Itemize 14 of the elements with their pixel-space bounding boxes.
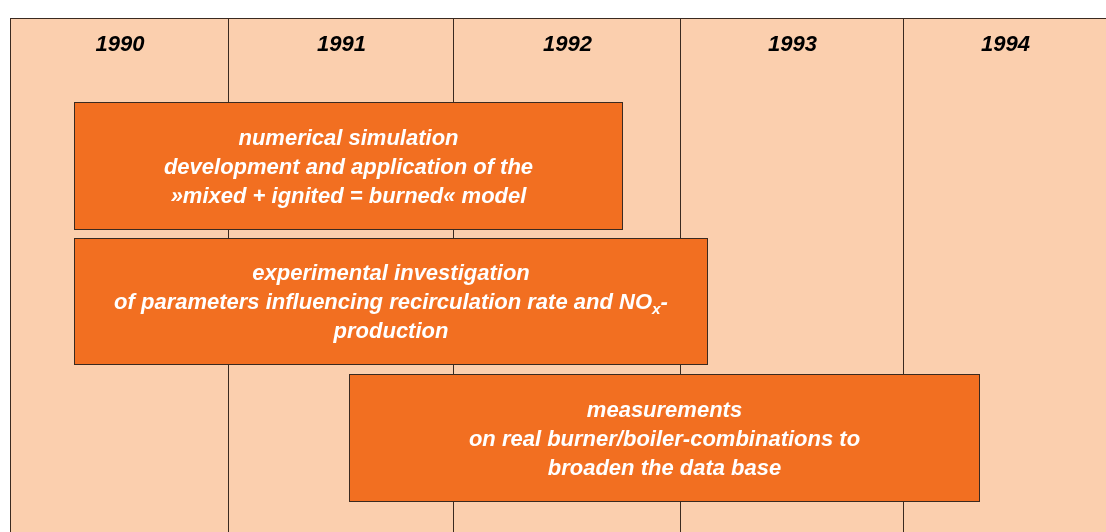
task-title: measurements: [586, 395, 743, 424]
task-title: experimental investigation: [252, 259, 530, 287]
task-title: numerical simulation: [238, 123, 459, 152]
task-description: development and application of the »mixed + ignited = burned« model: [162, 152, 535, 210]
task-description: of parameters influencing recirculation rate and NO$_{x}$-production: [113, 288, 669, 345]
year-label: 1991: [317, 31, 366, 57]
year-label: 1992: [543, 31, 592, 57]
task-bar: [349, 374, 980, 502]
task-bar: [74, 238, 708, 365]
year-label: 1993: [768, 31, 817, 57]
task-description: on real burner/boiler-combinations to broaden the data base: [467, 424, 862, 482]
year-label: 1994: [981, 31, 1030, 57]
task-bar: [74, 102, 623, 230]
year-label: 1990: [95, 31, 145, 57]
